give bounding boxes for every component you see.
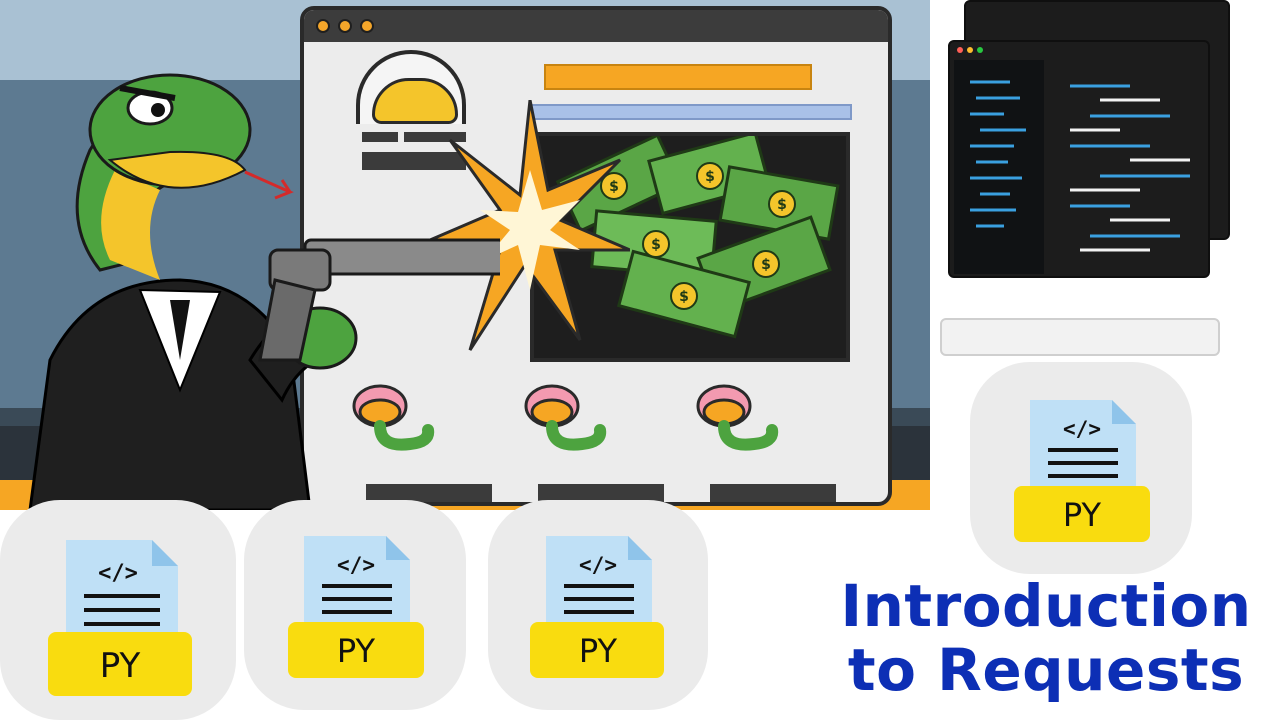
keyboard-illustration <box>940 318 1220 356</box>
placeholder-heading-bar <box>544 64 812 90</box>
placeholder-footer-bar <box>538 484 664 502</box>
agent-snake-illustration <box>28 73 500 510</box>
code-pane-left <box>954 60 1044 274</box>
svg-text:$: $ <box>761 257 771 273</box>
title-line-1: Introduction <box>840 572 1252 640</box>
browser-titlebar <box>304 10 888 42</box>
money-screen: $ $ $ $ $ $ <box>530 130 850 362</box>
window-dot-icon <box>360 19 374 33</box>
svg-text:$: $ <box>777 197 787 213</box>
dizzy-snake-icon <box>352 384 435 451</box>
code-monitor-illustration <box>930 0 1230 280</box>
placeholder-text-bar <box>404 132 466 142</box>
python-file-icon: </> PY <box>970 362 1192 574</box>
money-burst-graphic: $ $ $ $ $ $ <box>555 130 840 339</box>
code-lines-graphic <box>957 47 1190 252</box>
placeholder-footer-bar <box>366 484 492 502</box>
dizzy-snake-icon <box>696 384 779 451</box>
title-line-2: to Requests <box>847 636 1245 704</box>
python-file-icon: </> PY <box>488 500 708 710</box>
svg-text:</>: </> <box>337 553 375 577</box>
svg-text:$: $ <box>679 289 689 305</box>
placeholder-text-bar <box>362 152 466 170</box>
python-file-icon: </> PY <box>0 500 236 720</box>
svg-text:$: $ <box>705 169 715 185</box>
svg-text:PY: PY <box>100 646 141 686</box>
svg-text:PY: PY <box>1063 496 1102 534</box>
hero-illustration: $ $ $ $ $ $ <box>0 0 930 510</box>
dizzy-snake-icon <box>524 384 607 451</box>
svg-text:</>: </> <box>1063 417 1101 441</box>
svg-text:</>: </> <box>579 553 617 577</box>
explosion-icon <box>430 100 630 351</box>
placeholder-footer-bar <box>710 484 836 502</box>
python-file-icon: </> PY <box>244 500 466 710</box>
svg-text:PY: PY <box>337 632 376 670</box>
svg-text:</>: </> <box>98 561 138 586</box>
svg-text:PY: PY <box>579 632 618 670</box>
placeholder-text-bar <box>362 132 398 142</box>
svg-text:$: $ <box>609 179 619 195</box>
code-window-front <box>948 40 1210 278</box>
window-dot-icon <box>316 19 330 33</box>
svg-text:$: $ <box>651 237 661 253</box>
window-dot-icon <box>338 19 352 33</box>
page-title: Introduction to Requests <box>836 574 1256 702</box>
